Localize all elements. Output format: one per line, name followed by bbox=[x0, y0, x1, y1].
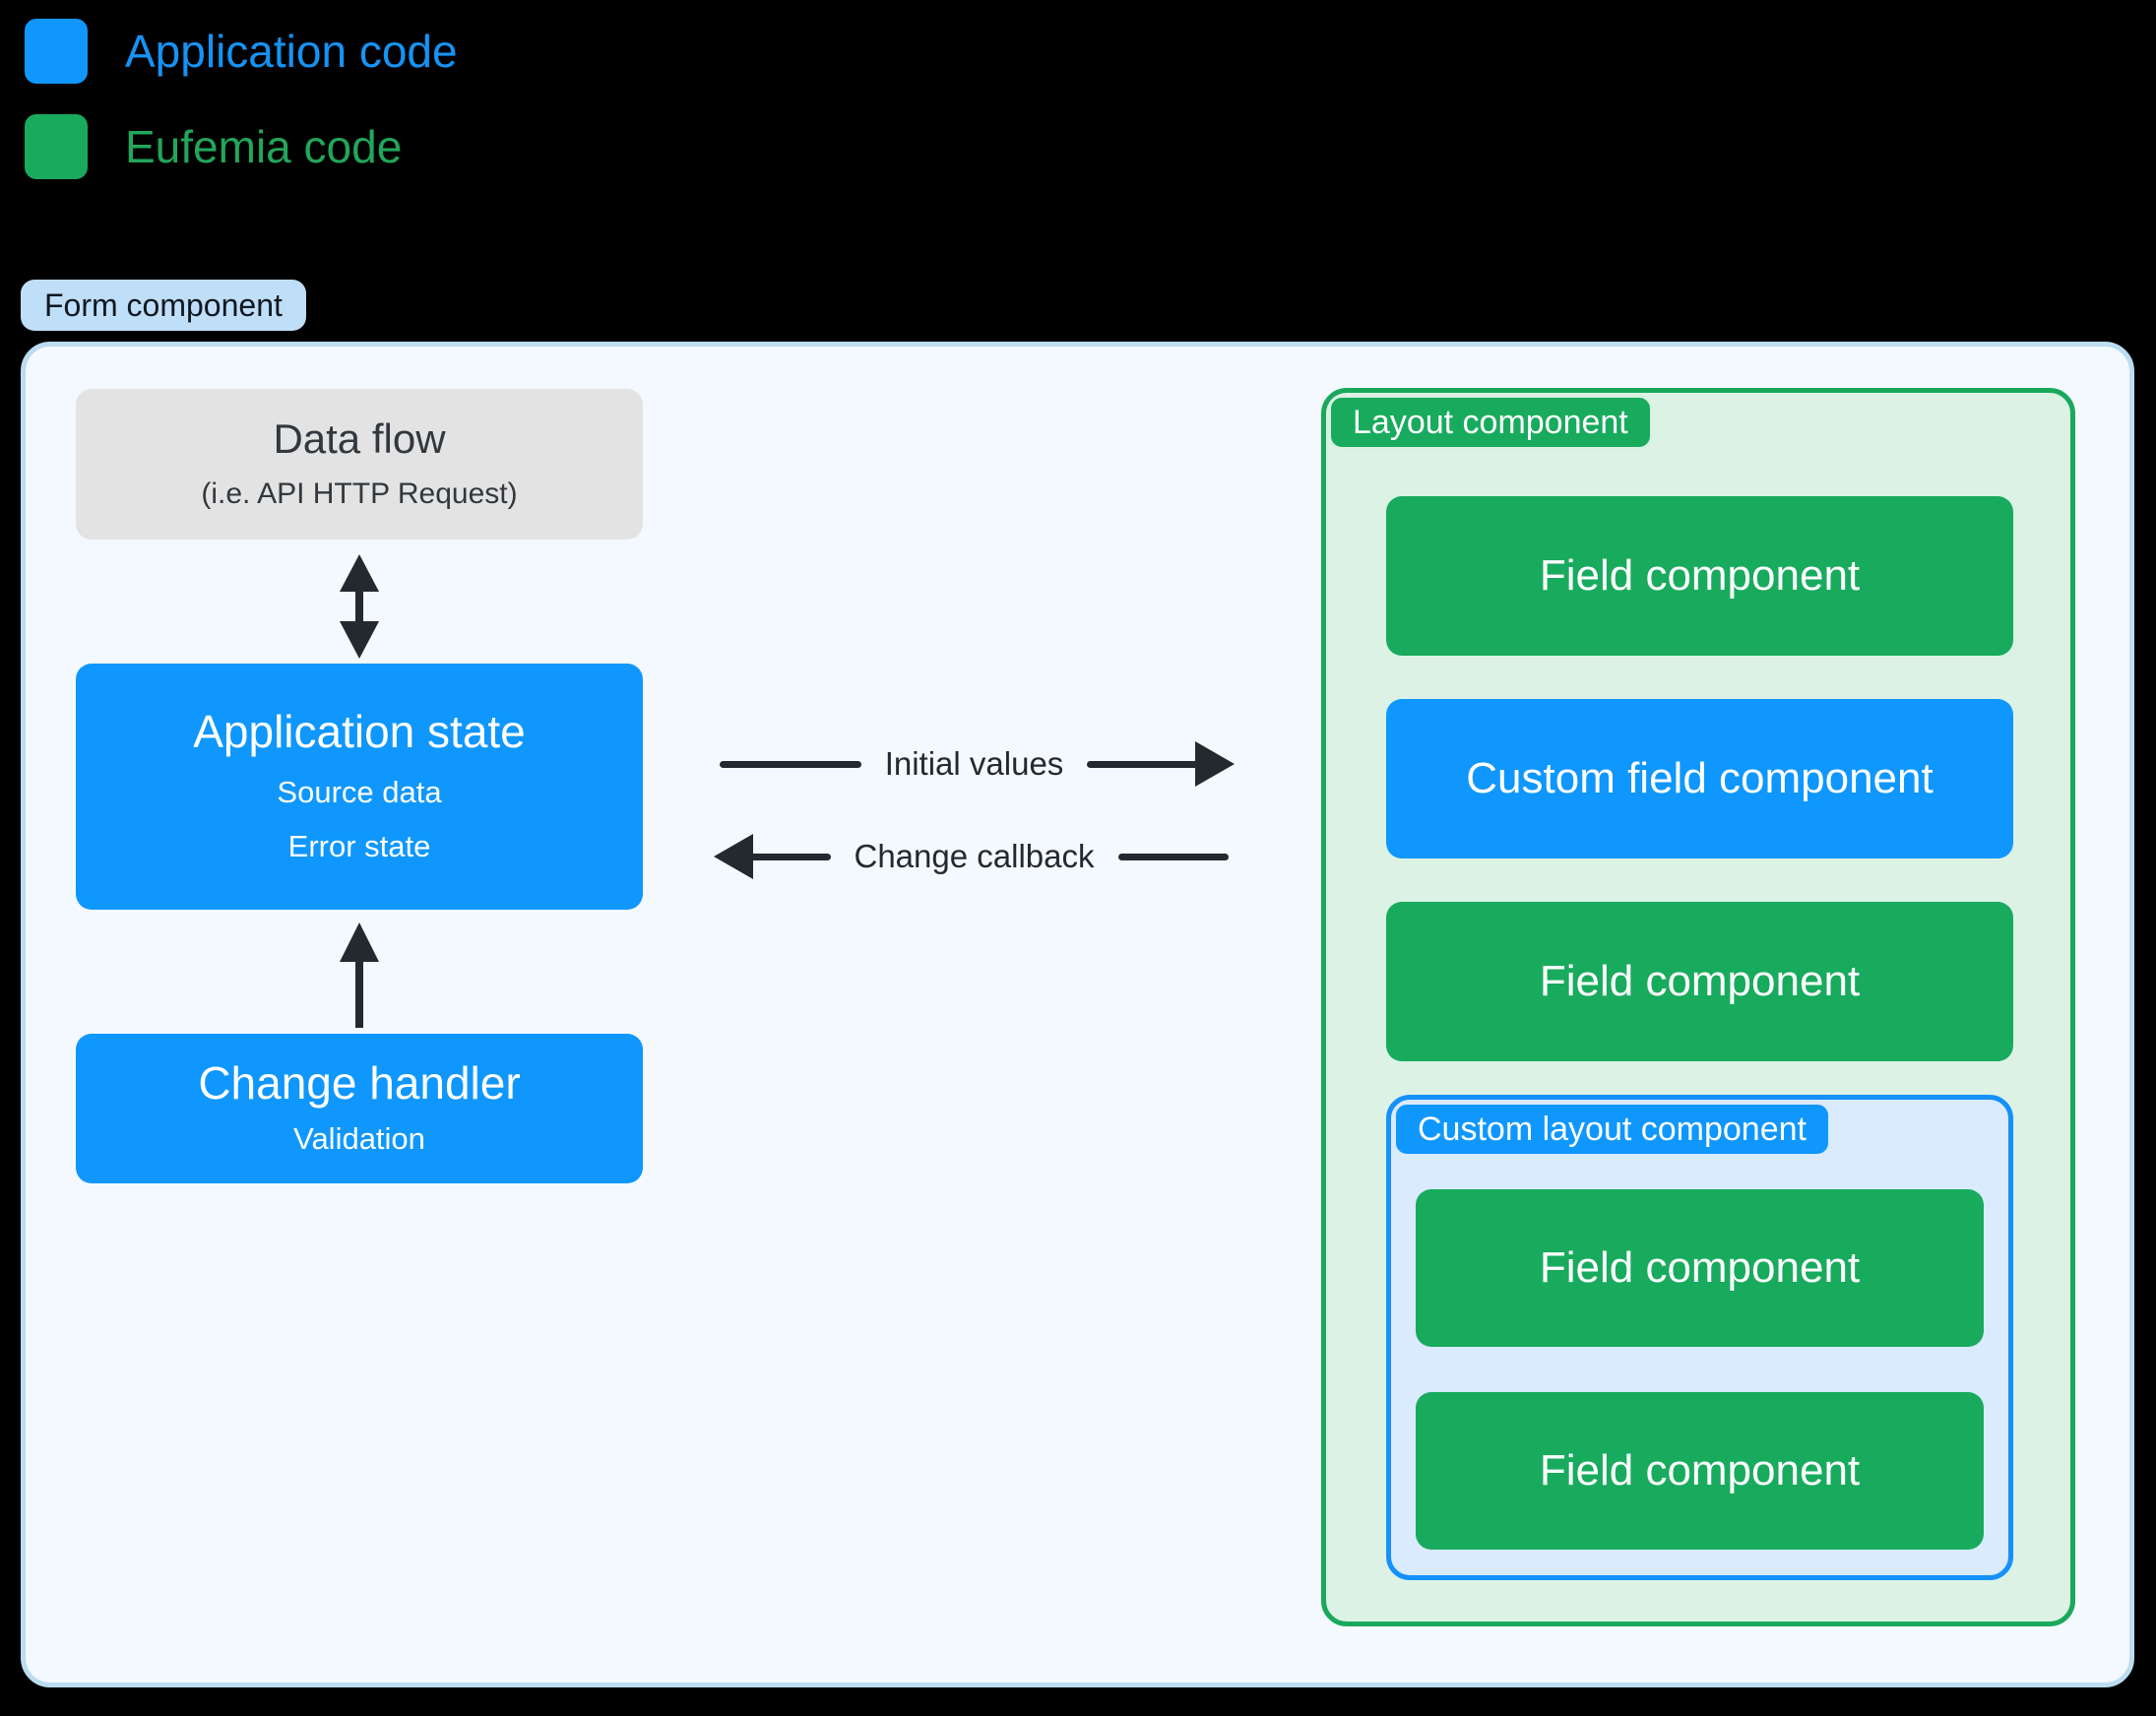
application-state-line-source-data: Source data bbox=[277, 774, 442, 809]
legend: Application code Eufemia code bbox=[25, 19, 458, 210]
custom-layout-component-badge: Custom layout component bbox=[1393, 1102, 1831, 1157]
change-handler-line-validation: Validation bbox=[293, 1121, 425, 1157]
left-arrowhead-icon bbox=[720, 853, 831, 860]
up-arrow bbox=[340, 922, 379, 1028]
application-state-box: Application state Source data Error stat… bbox=[76, 664, 643, 910]
layout-component-badge: Layout component bbox=[1328, 395, 1653, 450]
field-component-box-2: Field component bbox=[1386, 902, 2013, 1061]
initial-values-label: Initial values bbox=[884, 745, 1064, 782]
change-handler-box: Change handler Validation bbox=[76, 1034, 643, 1183]
bidirectional-arrow bbox=[340, 554, 379, 659]
initial-values-arrow: Initial values bbox=[720, 742, 1230, 786]
custom-layout-component-container: Custom layout component Field component … bbox=[1386, 1095, 2013, 1580]
change-callback-label: Change callback bbox=[854, 838, 1095, 874]
application-code-label: Application code bbox=[125, 26, 458, 77]
field-component-box-4: Field component bbox=[1416, 1392, 1984, 1550]
data-flow-title: Data flow bbox=[273, 414, 446, 462]
field-component-box-3: Field component bbox=[1416, 1189, 1984, 1347]
legend-item-application-code: Application code bbox=[25, 19, 458, 84]
application-state-title: Application state bbox=[193, 706, 526, 758]
eufemia-code-swatch bbox=[25, 114, 88, 179]
right-arrowhead-icon bbox=[1087, 760, 1230, 768]
data-flow-box: Data flow (i.e. API HTTP Request) bbox=[76, 389, 643, 540]
eufemia-code-label: Eufemia code bbox=[125, 121, 403, 172]
change-callback-arrow: Change callback bbox=[720, 835, 1229, 878]
change-handler-title: Change handler bbox=[198, 1056, 521, 1109]
legend-item-eufemia-code: Eufemia code bbox=[25, 114, 458, 179]
custom-field-component-box: Custom field component bbox=[1386, 699, 2013, 858]
field-component-box-1: Field component bbox=[1386, 496, 2013, 656]
application-state-line-error-state: Error state bbox=[287, 828, 431, 863]
application-code-swatch bbox=[25, 19, 88, 84]
change-callback-line-right bbox=[1117, 853, 1229, 860]
form-component-container: Data flow (i.e. API HTTP Request) Applic… bbox=[21, 342, 2134, 1687]
data-flow-subtitle: (i.e. API HTTP Request) bbox=[201, 477, 518, 510]
form-component-badge: Form component bbox=[21, 280, 306, 331]
initial-values-line-left bbox=[720, 760, 861, 768]
layout-component-container: Layout component Field component Custom … bbox=[1321, 388, 2075, 1626]
